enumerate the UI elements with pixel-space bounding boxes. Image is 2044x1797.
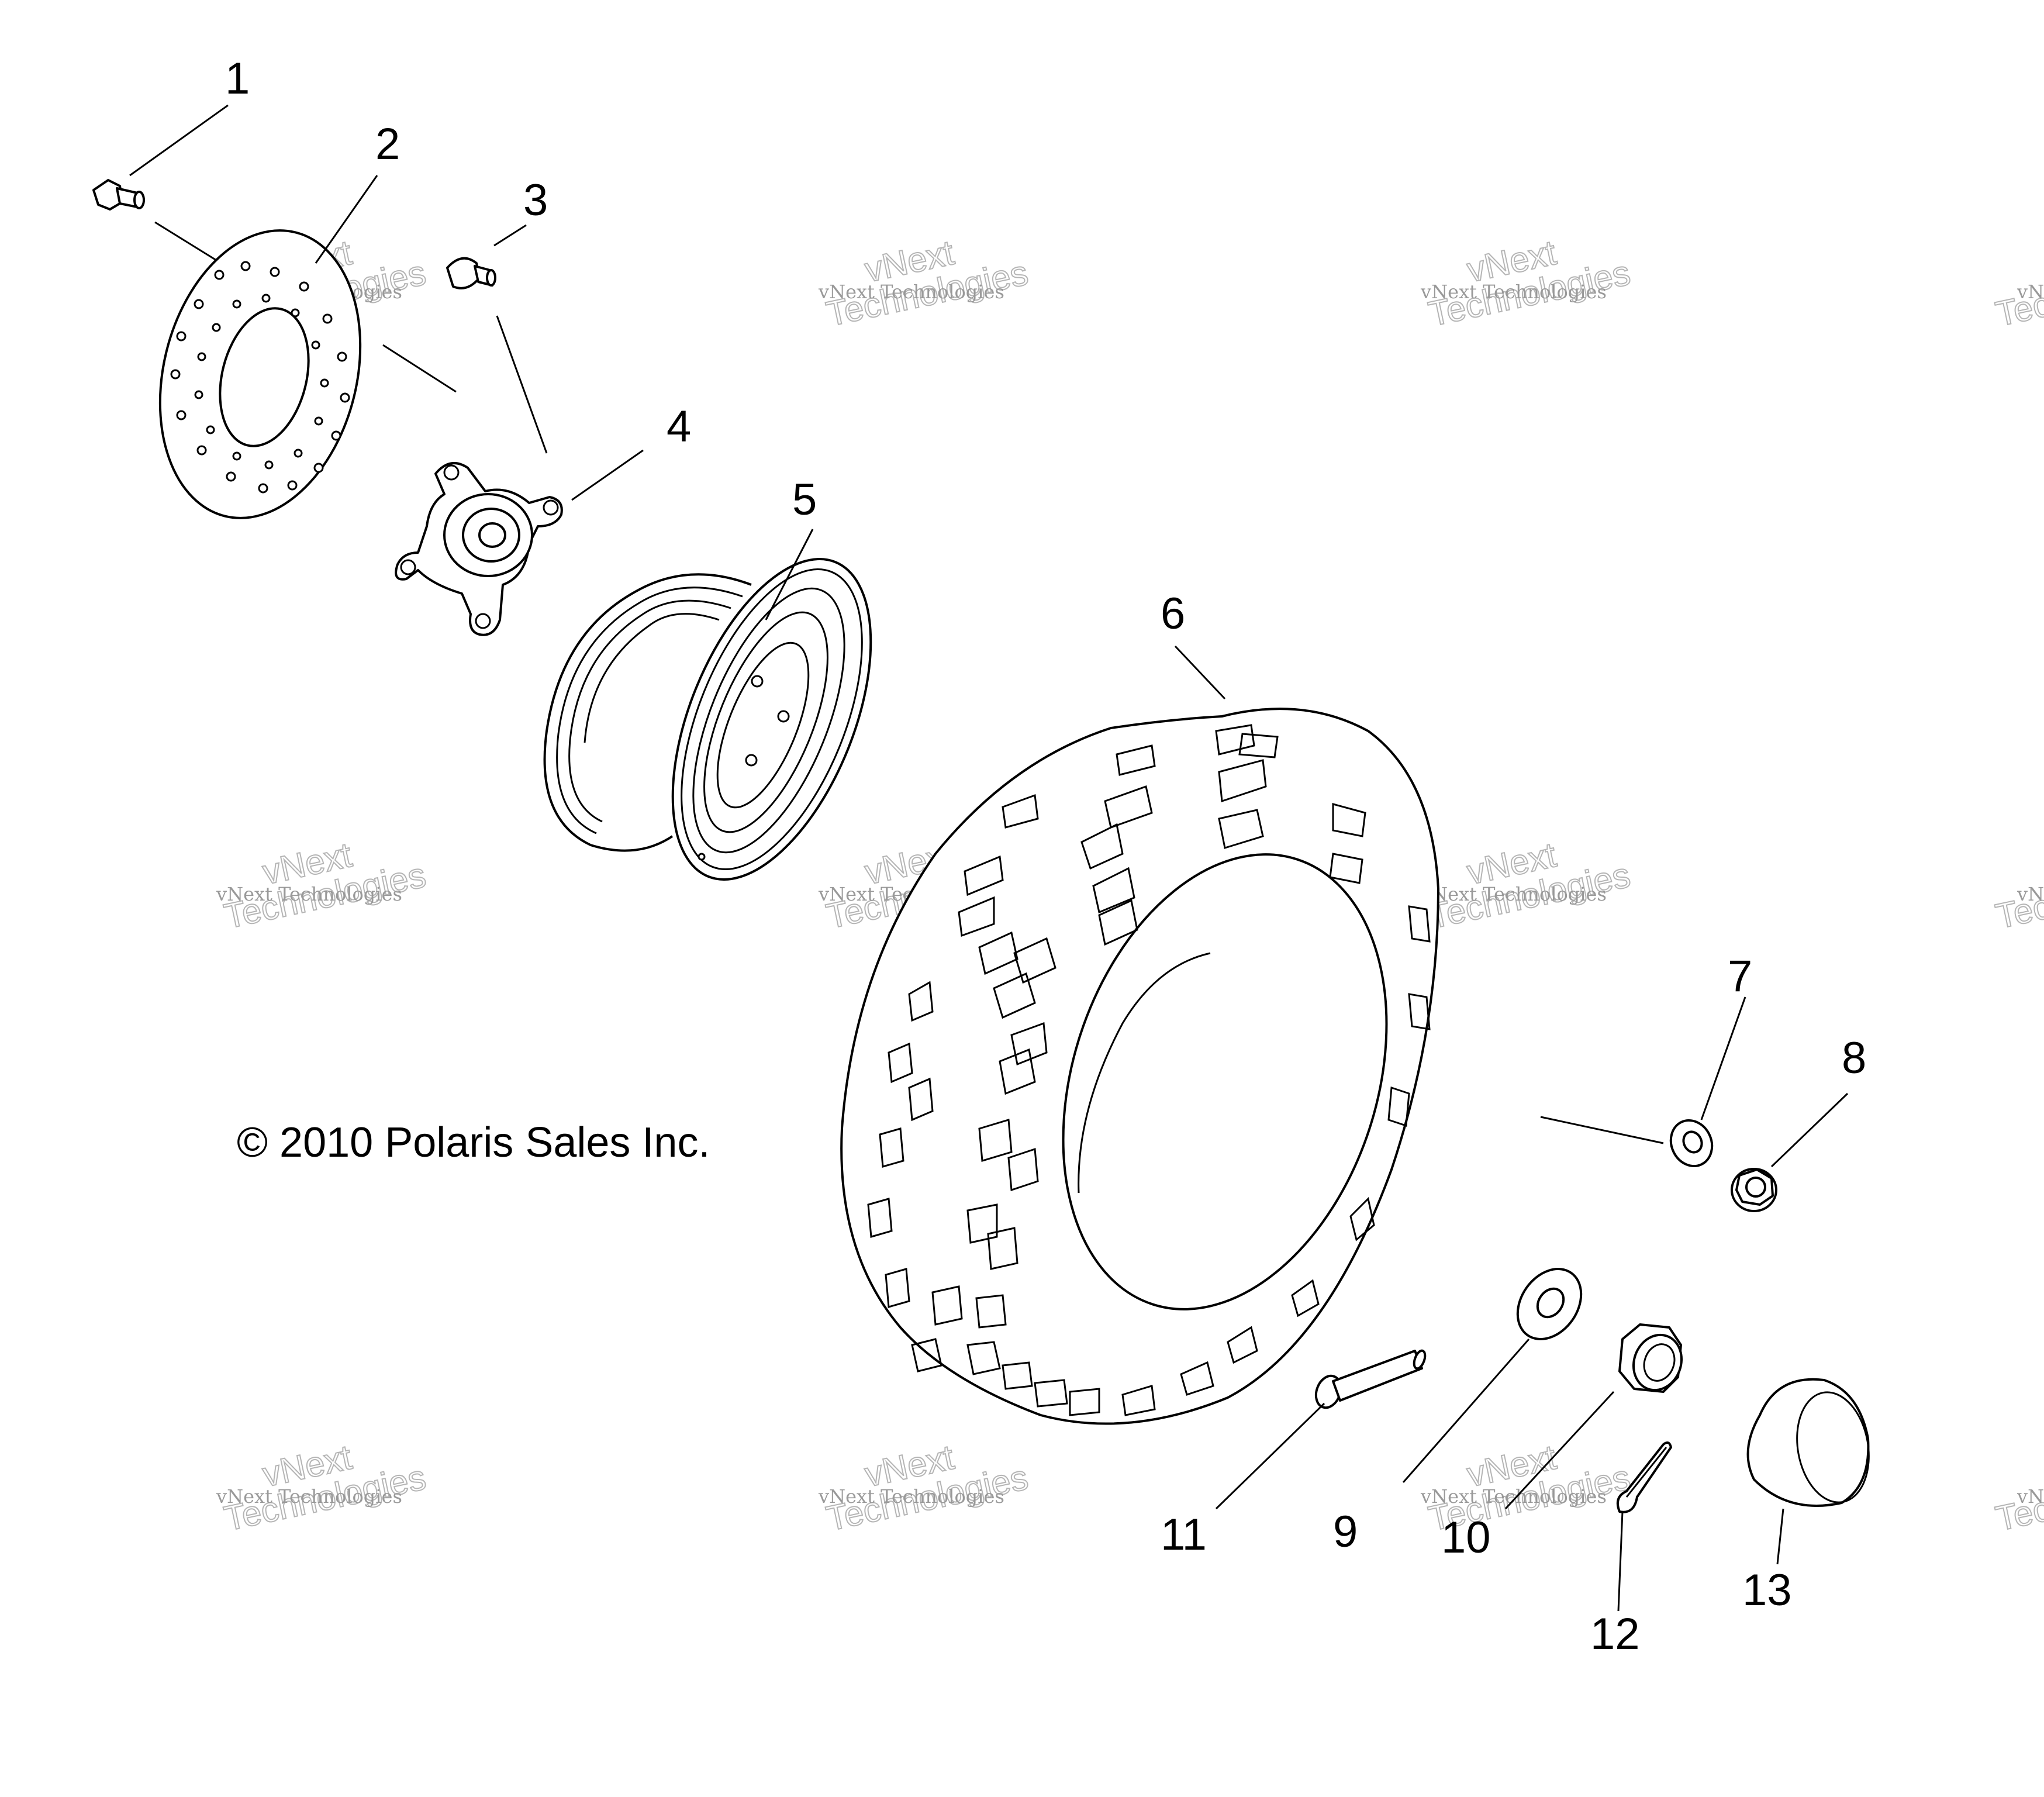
callout-13: 13 — [1742, 1565, 1792, 1615]
watermark: Technologies vNext vNext Technologies — [216, 1437, 430, 1539]
callout-5: 5 — [792, 475, 817, 525]
callout-7: 7 — [1728, 951, 1752, 1001]
watermark-caption: vNext Technologies — [1420, 883, 1607, 905]
part-4-hub — [395, 462, 563, 636]
callout-4: 4 — [667, 402, 691, 451]
watermark-caption: vNext Technologies — [818, 1485, 1004, 1508]
watermark: Technologies vNext vNext Technologies — [216, 834, 430, 937]
callout-12: 12 — [1590, 1609, 1640, 1659]
part-3-stud — [446, 257, 496, 289]
watermark-caption: vNext Technologies — [216, 1485, 402, 1508]
callout-2: 2 — [375, 119, 400, 169]
callout-1: 1 — [225, 54, 250, 104]
watermark-caption: vNext Technologies — [1420, 1485, 1607, 1508]
callout-9: 9 — [1333, 1507, 1358, 1557]
callout-11: 11 — [1161, 1510, 1207, 1560]
part-12-cotter-pin — [1617, 1441, 1672, 1513]
part-11-pin — [1314, 1349, 1427, 1409]
part-7-washer — [1669, 1119, 1714, 1167]
callout-8: 8 — [1842, 1033, 1866, 1083]
part-8-flange-nut — [1731, 1168, 1777, 1212]
watermark: Technologies vNext vNext Technologies — [1420, 232, 1634, 334]
part-10-castle-nut — [1618, 1323, 1683, 1393]
watermark: Technologies vNext Technologies — [1991, 854, 2044, 936]
watermark-caption: vNext Technologies — [1420, 281, 1607, 303]
part-1-bolt — [92, 179, 145, 211]
watermark: Technologies vNext vNext Technologies — [1420, 834, 1634, 937]
callouts: 1 2 3 4 5 6 7 8 9 10 11 12 13 — [225, 54, 1866, 1659]
part-5-rim — [543, 558, 872, 881]
part-9-washer — [1516, 1268, 1583, 1340]
watermark-caption: vNext Technologies — [2017, 281, 2044, 303]
callout-10: 10 — [1441, 1513, 1491, 1563]
part-13-dust-cap — [1746, 1378, 1870, 1507]
copyright-text: © 2010 Polaris Sales Inc. — [237, 1119, 710, 1166]
disc-holes — [170, 261, 350, 494]
watermark-caption: vNext Technologies — [2017, 883, 2044, 905]
tire-treads — [867, 724, 1431, 1416]
watermark-caption: vNext Technologies — [2017, 1485, 2044, 1508]
part-6-tire — [840, 708, 1439, 1425]
watermark-caption: vNext Technologies — [216, 883, 402, 905]
leader-lines — [129, 104, 1849, 1612]
watermark: Technologies vNext Technologies — [1991, 252, 2044, 334]
watermark: Technologies vNext vNext Technologies — [818, 1437, 1032, 1539]
watermark: Technologies vNext vNext Technologies — [818, 232, 1032, 334]
part-2-brake-disc — [158, 229, 362, 519]
watermark-caption: vNext Technologies — [818, 281, 1004, 303]
callout-6: 6 — [1161, 589, 1185, 639]
callout-3: 3 — [523, 175, 548, 225]
watermark: Technologies vNext Technologies — [1991, 1457, 2044, 1539]
